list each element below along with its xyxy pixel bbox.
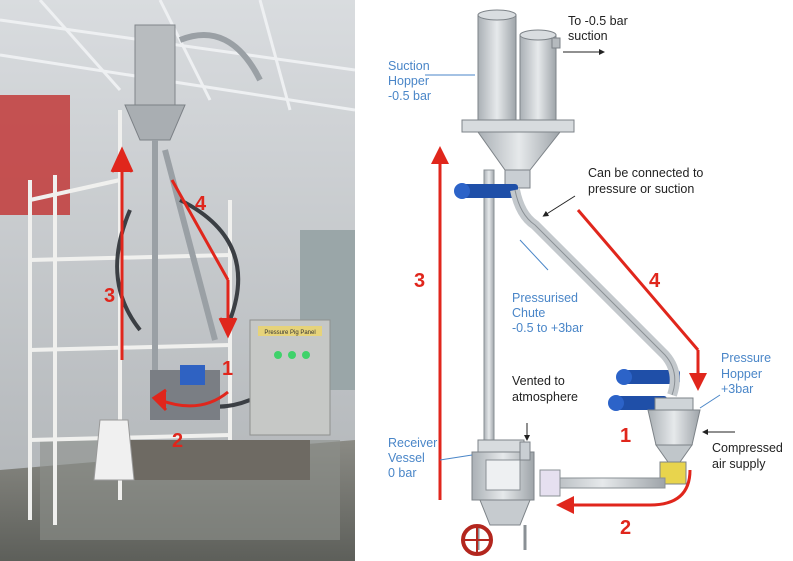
rig-photo: Pressure Pig Panel 3 4 1 2 bbox=[0, 0, 355, 561]
connect-pointer bbox=[542, 195, 576, 217]
vertical-pipe bbox=[483, 169, 495, 451]
suction-hopper bbox=[461, 9, 575, 189]
flow-arrow-2 bbox=[556, 469, 692, 514]
vented-line2: atmosphere bbox=[512, 390, 578, 404]
diagram-number-2: 2 bbox=[620, 517, 631, 539]
compressed-air-line2: air supply bbox=[712, 457, 766, 471]
diagram-number-1: 1 bbox=[620, 425, 631, 447]
photo-number-3: 3 bbox=[104, 285, 115, 307]
valve-handwheel bbox=[461, 524, 493, 556]
receiver-label-1: Receiver bbox=[388, 436, 437, 450]
photo-hopper-cylinder bbox=[134, 24, 176, 106]
photo-hopper-cone bbox=[124, 104, 186, 141]
pressure-hopper bbox=[647, 397, 701, 485]
photo-flow-arrows bbox=[110, 146, 238, 412]
photo-number-4: 4 bbox=[195, 193, 207, 215]
to-suction-line1: To -0.5 bar bbox=[568, 14, 628, 28]
diagram-number-3: 3 bbox=[414, 270, 425, 292]
photo-blue-valve bbox=[180, 365, 205, 385]
photo-number-2: 2 bbox=[172, 430, 183, 452]
diagram-number-4: 4 bbox=[649, 270, 661, 292]
pressure-hopper-label-3: +3bar bbox=[721, 382, 753, 396]
process-diagram: 3 4 1 2 To -0.5 bar suction Suction Hopp… bbox=[388, 9, 783, 556]
pressure-hopper-label-2: Hopper bbox=[721, 367, 762, 381]
chute-label-1: Pressurised bbox=[512, 291, 578, 305]
blue-valve-top bbox=[454, 183, 518, 199]
to-suction-line2: suction bbox=[568, 29, 608, 43]
panel-light bbox=[302, 351, 310, 359]
panel-light bbox=[274, 351, 282, 359]
panel-sign bbox=[258, 326, 322, 336]
connect-note-line2: pressure or suction bbox=[588, 182, 694, 196]
ceiling-trusses bbox=[0, 0, 355, 112]
vented-line1: Vented to bbox=[512, 374, 565, 388]
chute-outline bbox=[514, 189, 676, 396]
photo-number-1: 1 bbox=[222, 358, 233, 380]
receiver-label-2: Vessel bbox=[388, 451, 425, 465]
pressure-hopper-label-1: Pressure bbox=[721, 351, 771, 365]
blue-valve-mid bbox=[616, 369, 680, 385]
compressed-air-line1: Compressed bbox=[712, 441, 783, 455]
flow-arrow-4-diag bbox=[576, 209, 700, 351]
suction-hopper-label-1: Suction bbox=[388, 59, 430, 73]
photo-step-stool bbox=[93, 419, 135, 481]
connect-note-line1: Can be connected to bbox=[588, 166, 703, 180]
photo-tank bbox=[130, 440, 310, 480]
suction-hopper-label-2: Hopper bbox=[388, 74, 429, 88]
panel-sign-text: Pressure Pig Panel bbox=[264, 330, 315, 336]
chute-label-3: -0.5 to +3bar bbox=[512, 321, 583, 335]
chute-label-2: Chute bbox=[512, 306, 545, 320]
blue-valve-low bbox=[608, 395, 667, 411]
pipe-flange bbox=[539, 469, 561, 497]
control-panel bbox=[249, 319, 331, 436]
leader-lines bbox=[425, 74, 721, 461]
receiver-label-3: 0 bar bbox=[388, 466, 417, 480]
panel-light bbox=[288, 351, 296, 359]
suction-hopper-label-3: -0.5 bar bbox=[388, 89, 431, 103]
receiver-vessel bbox=[471, 439, 535, 550]
